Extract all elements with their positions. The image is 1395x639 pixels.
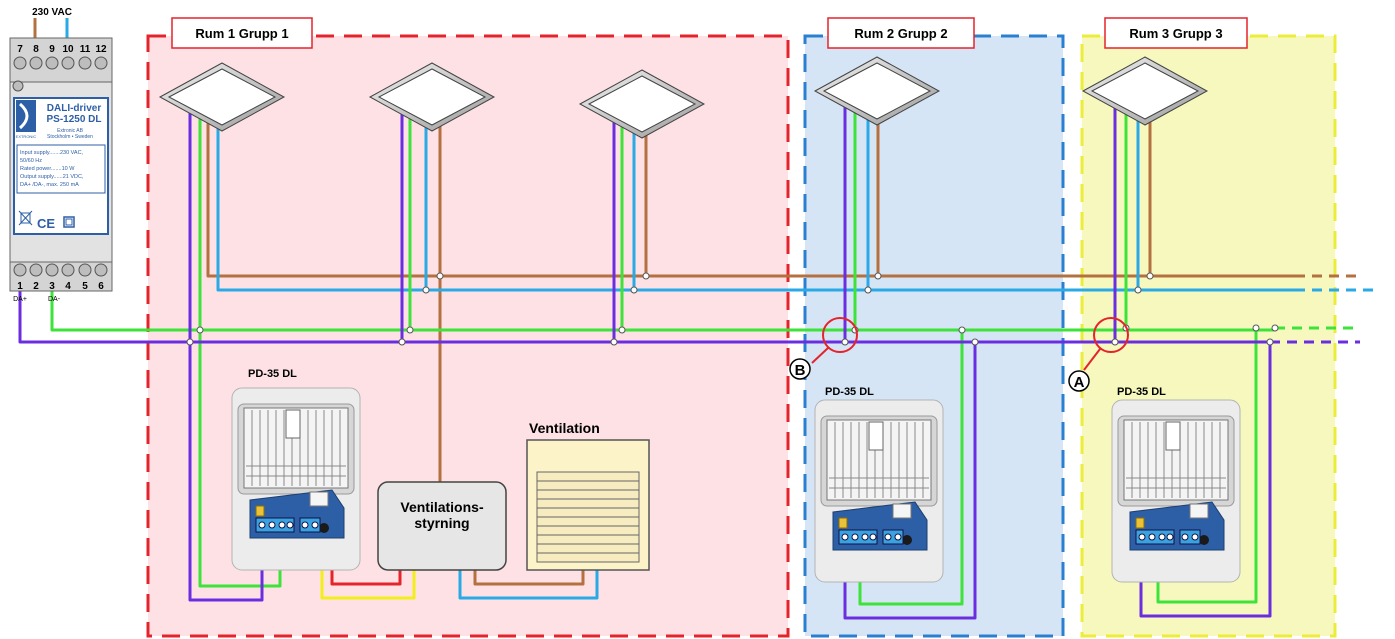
- terminal-6: 6: [98, 281, 104, 292]
- terminal-5: 5: [82, 281, 88, 292]
- spec-line-4: Output supply......21 VDC,: [20, 174, 84, 180]
- room-3-label-box: Rum 3 Grupp 3: [1104, 17, 1248, 49]
- room-1-label: Rum 1 Grupp 1: [195, 26, 288, 41]
- terminal-12: 12: [95, 44, 107, 55]
- blue-ventilation-link: [458, 570, 599, 600]
- purple-drop-room1: [188, 100, 264, 602]
- green-da-minus-bus: [50, 278, 1275, 332]
- spec-line-2: 50/60 Hz: [20, 158, 42, 164]
- pd35-sensor-3: [1111, 399, 1241, 583]
- terminal-9: 9: [49, 44, 55, 55]
- purple-da-plus-bus: [18, 278, 1270, 344]
- brown-main-wire: [206, 100, 1295, 278]
- spec-line-1: Input supply.......230 VAC,: [20, 150, 84, 156]
- room-2-label: Rum 2 Grupp 2: [854, 26, 947, 41]
- pd35-sensor-2: [814, 399, 944, 583]
- purple-drop-room3-sensor: [1139, 342, 1272, 618]
- marker-b: B: [789, 358, 811, 380]
- terminal-4: 4: [65, 281, 71, 292]
- terminal-10: 10: [62, 44, 74, 55]
- ventilation-control-line1: Ventilations-: [400, 499, 484, 515]
- brown-ventilation-link: [473, 570, 585, 586]
- purple-drop-room2-sensor: [843, 342, 977, 620]
- yellow-relay-wire: [320, 554, 416, 600]
- marker-a: A: [1068, 370, 1090, 392]
- terminal-2: 2: [33, 281, 39, 292]
- maker-line-1: Extronic AB: [57, 128, 84, 134]
- terminal-3: 3: [49, 281, 55, 292]
- marker-a-label: A: [1074, 374, 1085, 391]
- room-1-label-box: Rum 1 Grupp 1: [171, 17, 313, 49]
- terminal-8: 8: [33, 44, 39, 55]
- terminal-11: 11: [80, 44, 91, 55]
- da-minus-label: DA-: [48, 296, 61, 303]
- driver-title: DALI-driver: [47, 103, 102, 114]
- green-drop-room3-sensor: [1156, 328, 1258, 604]
- blue-main-wire: [216, 100, 1295, 292]
- spec-line-3: Rated power.......10 W: [20, 166, 75, 172]
- sensor-3-label: PD-35 DL: [1117, 386, 1166, 398]
- ventilation-controller: Ventilations- styrning: [377, 481, 507, 571]
- wiring: [18, 100, 1380, 620]
- marker-b-label: B: [795, 362, 806, 379]
- sensor-1-label: PD-35 DL: [248, 368, 297, 380]
- room-2-label-box: Rum 2 Grupp 2: [827, 17, 975, 49]
- brand-tag: EXTRONIC: [16, 134, 37, 139]
- supply-label: 230 VAC: [32, 7, 72, 18]
- terminal-1: 1: [17, 281, 23, 292]
- ventilation-control-line2: styrning: [414, 515, 469, 531]
- junction-dots: [186, 272, 1279, 346]
- pd35-sensor-1: [231, 387, 361, 571]
- dali-driver: 230 VAC 7 8 9 10 11 12 EXTRONIC DALI-dri…: [9, 7, 113, 303]
- spec-line-5: DA+ /DA-, max. 250 mA: [20, 182, 79, 188]
- class-ii-icon: [63, 216, 75, 228]
- room-3-label: Rum 3 Grupp 3: [1129, 26, 1222, 41]
- ventilation-unit: [526, 439, 650, 571]
- da-plus-label: DA+: [13, 296, 27, 303]
- connection-highlight-a: [1093, 317, 1129, 353]
- ventilation-label: Ventilation: [529, 420, 600, 436]
- terminal-7: 7: [17, 44, 23, 55]
- green-drop-room2-sensor: [858, 330, 964, 606]
- connection-highlight-b: [822, 317, 858, 353]
- ce-mark: CE: [37, 216, 55, 231]
- driver-model: PS-1250 DL: [46, 114, 101, 125]
- sensor-2-label: PD-35 DL: [825, 386, 874, 398]
- maker-line-2: Stockholm • Sweden: [47, 134, 93, 140]
- weee-icon: [18, 210, 33, 226]
